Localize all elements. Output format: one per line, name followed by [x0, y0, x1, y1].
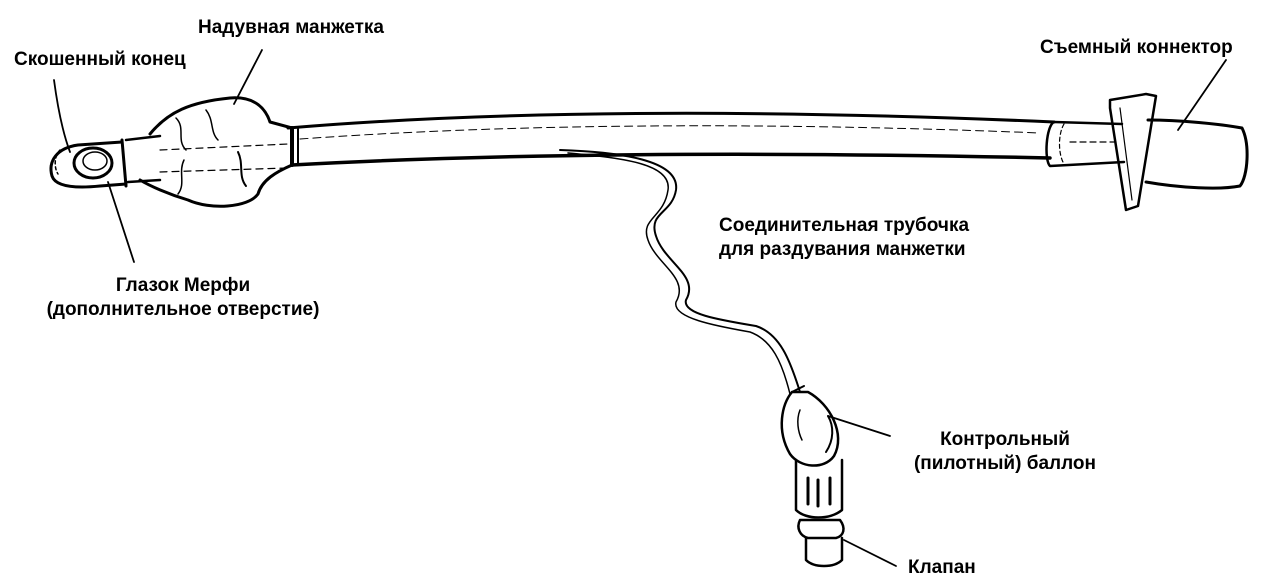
label-valve: Клапан [908, 557, 976, 578]
tube-tip [49, 134, 162, 189]
label-pilot-balloon-2: (пилотный) баллон [913, 453, 1096, 474]
inflation-line [559, 149, 801, 395]
removable-connector [1045, 92, 1249, 212]
murphy-eye [72, 146, 114, 180]
pilot-balloon [780, 385, 840, 467]
label-murphy-eye-2: (дополнительное отверстие) [46, 299, 320, 320]
label-removable-connector: Съемный коннектор [1040, 37, 1233, 58]
label-inflation-line: Соединительная трубочка для раздувания м… [719, 214, 969, 262]
label-inflation-line-2: для раздувания манжетки [719, 239, 966, 260]
label-pilot-balloon: Контрольный (пилотный) баллон [890, 428, 1120, 476]
label-pilot-balloon-1: Контрольный [940, 429, 1070, 450]
leader-lines [53, 49, 1227, 567]
label-murphy-eye-1: Глазок Мерфи [115, 275, 251, 296]
label-murphy-eye: Глазок Мерфи (дополнительное отверстие) [18, 274, 348, 322]
tube-shaft [286, 111, 1056, 167]
inflatable-cuff [138, 96, 294, 208]
label-inflation-line-1: Соединительная трубочка [719, 215, 970, 236]
label-beveled-tip: Скошенный конец [14, 49, 186, 70]
label-inflatable-cuff: Надувная манжетка [198, 17, 385, 38]
valve [794, 458, 845, 568]
